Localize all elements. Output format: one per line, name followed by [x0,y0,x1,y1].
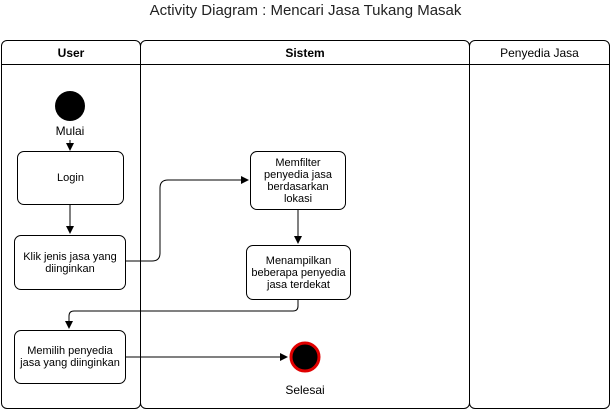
activity-klik-jenis-jasa: Klik jenis jasa yang diinginkan [14,235,126,290]
end-node [289,341,321,373]
activity-menampilkan: Menampilkan beberapa penyedia jasa terde… [246,245,351,300]
lane-penyedia-jasa: Penyedia Jasa [469,40,610,409]
edge-klik-filter [126,176,249,262]
diagram-title: Activity Diagram : Mencari Jasa Tukang M… [149,2,462,19]
start-label: Mulai [55,124,85,138]
start-node [55,91,85,121]
lane-user-header: User [2,41,140,65]
activity-memilih: Memilih penyedia jasa yang diinginkan [14,330,126,384]
activity-login: Login [17,151,124,205]
lane-penyedia-jasa-header: Penyedia Jasa [470,41,609,65]
end-label: Selesai [285,383,325,397]
activity-memfilter: Memfilter penyedia jasa berdasarkan loka… [250,151,346,210]
lane-sistem-header: Sistem [141,41,469,65]
edge-tampil-pilih [65,300,299,329]
